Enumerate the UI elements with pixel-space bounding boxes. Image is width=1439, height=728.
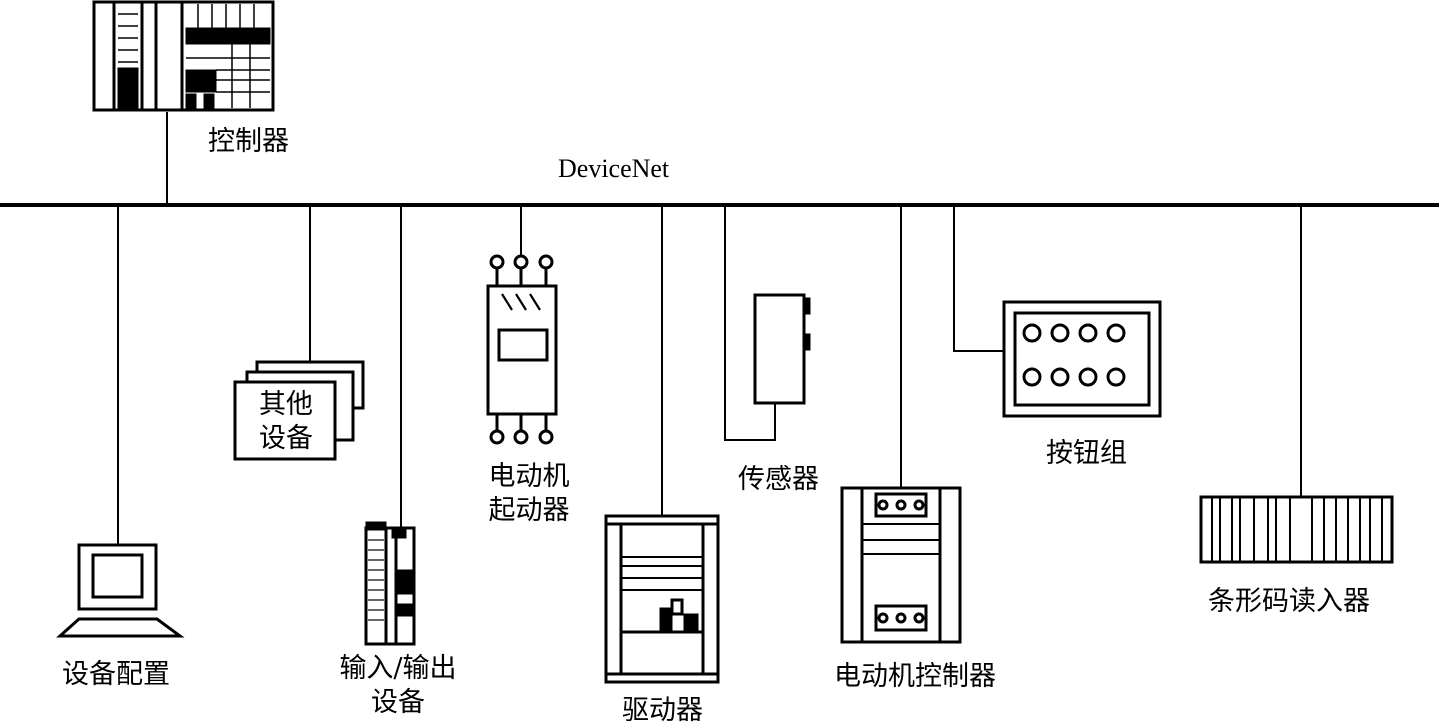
io-device-label: 输入/输出 设备 <box>318 652 478 720</box>
motor-starter-device <box>486 254 558 445</box>
config-computer <box>56 543 185 638</box>
bus-label: DeviceNet <box>558 154 670 183</box>
config-label: 设备配置 <box>62 659 170 690</box>
io-device-label-line2: 设备 <box>371 687 425 718</box>
motor-starter-label: 电动机 起动器 <box>474 460 584 528</box>
motor-controller-label: 电动机控制器 <box>834 661 996 692</box>
controller-device <box>92 0 275 112</box>
button-group-label: 按钮组 <box>1046 438 1127 469</box>
drive-device <box>604 514 720 684</box>
motor-starter-label-line2: 起动器 <box>488 495 570 526</box>
other-devices-label-line2: 设备 <box>259 423 313 454</box>
barcode-reader-label: 条形码读入器 <box>1208 586 1370 617</box>
io-device <box>364 521 416 646</box>
drop-sensor <box>724 205 776 441</box>
drop-button-group <box>953 205 1004 352</box>
drop-lines <box>117 112 1302 545</box>
io-device-label-line1: 输入/输出 <box>339 653 457 684</box>
button-group-device <box>1002 300 1162 418</box>
barcode-reader-device <box>1199 495 1394 564</box>
motor-starter-label-line1: 电动机 <box>488 461 570 492</box>
sensor-device <box>753 293 811 405</box>
controller-label: 控制器 <box>208 126 289 157</box>
sensor-label: 传感器 <box>738 464 819 495</box>
other-devices-stack <box>233 360 365 461</box>
motor-controller-device <box>840 486 962 644</box>
drive-label: 驱动器 <box>622 695 703 726</box>
other-devices-label: 其他 设备 <box>250 388 322 456</box>
other-devices-label-line1: 其他 <box>259 389 313 420</box>
